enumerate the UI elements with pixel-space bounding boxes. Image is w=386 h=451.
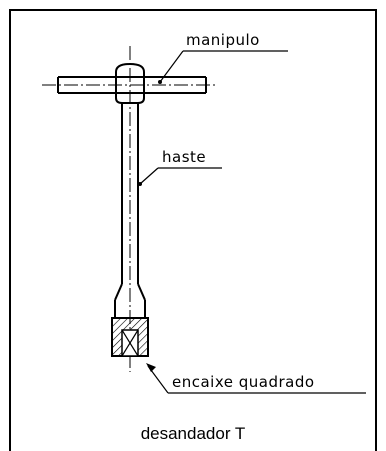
leader-shaft (139, 167, 222, 185)
handle-bar (57, 76, 207, 94)
leader-shaft-dot (138, 182, 142, 186)
label-shaft: haste (162, 148, 206, 166)
figure-caption: desandador T (140, 424, 246, 443)
handle-hub (115, 62, 145, 104)
leader-handle (159, 50, 288, 83)
leader-socket-arrow (146, 363, 156, 372)
socket-section (111, 317, 149, 357)
label-handle: manipulo (186, 31, 260, 49)
figure-frame (9, 9, 377, 451)
shaft (121, 103, 139, 284)
leader-handle-dot (158, 80, 162, 84)
label-socket: encaixe quadrado (172, 373, 315, 391)
